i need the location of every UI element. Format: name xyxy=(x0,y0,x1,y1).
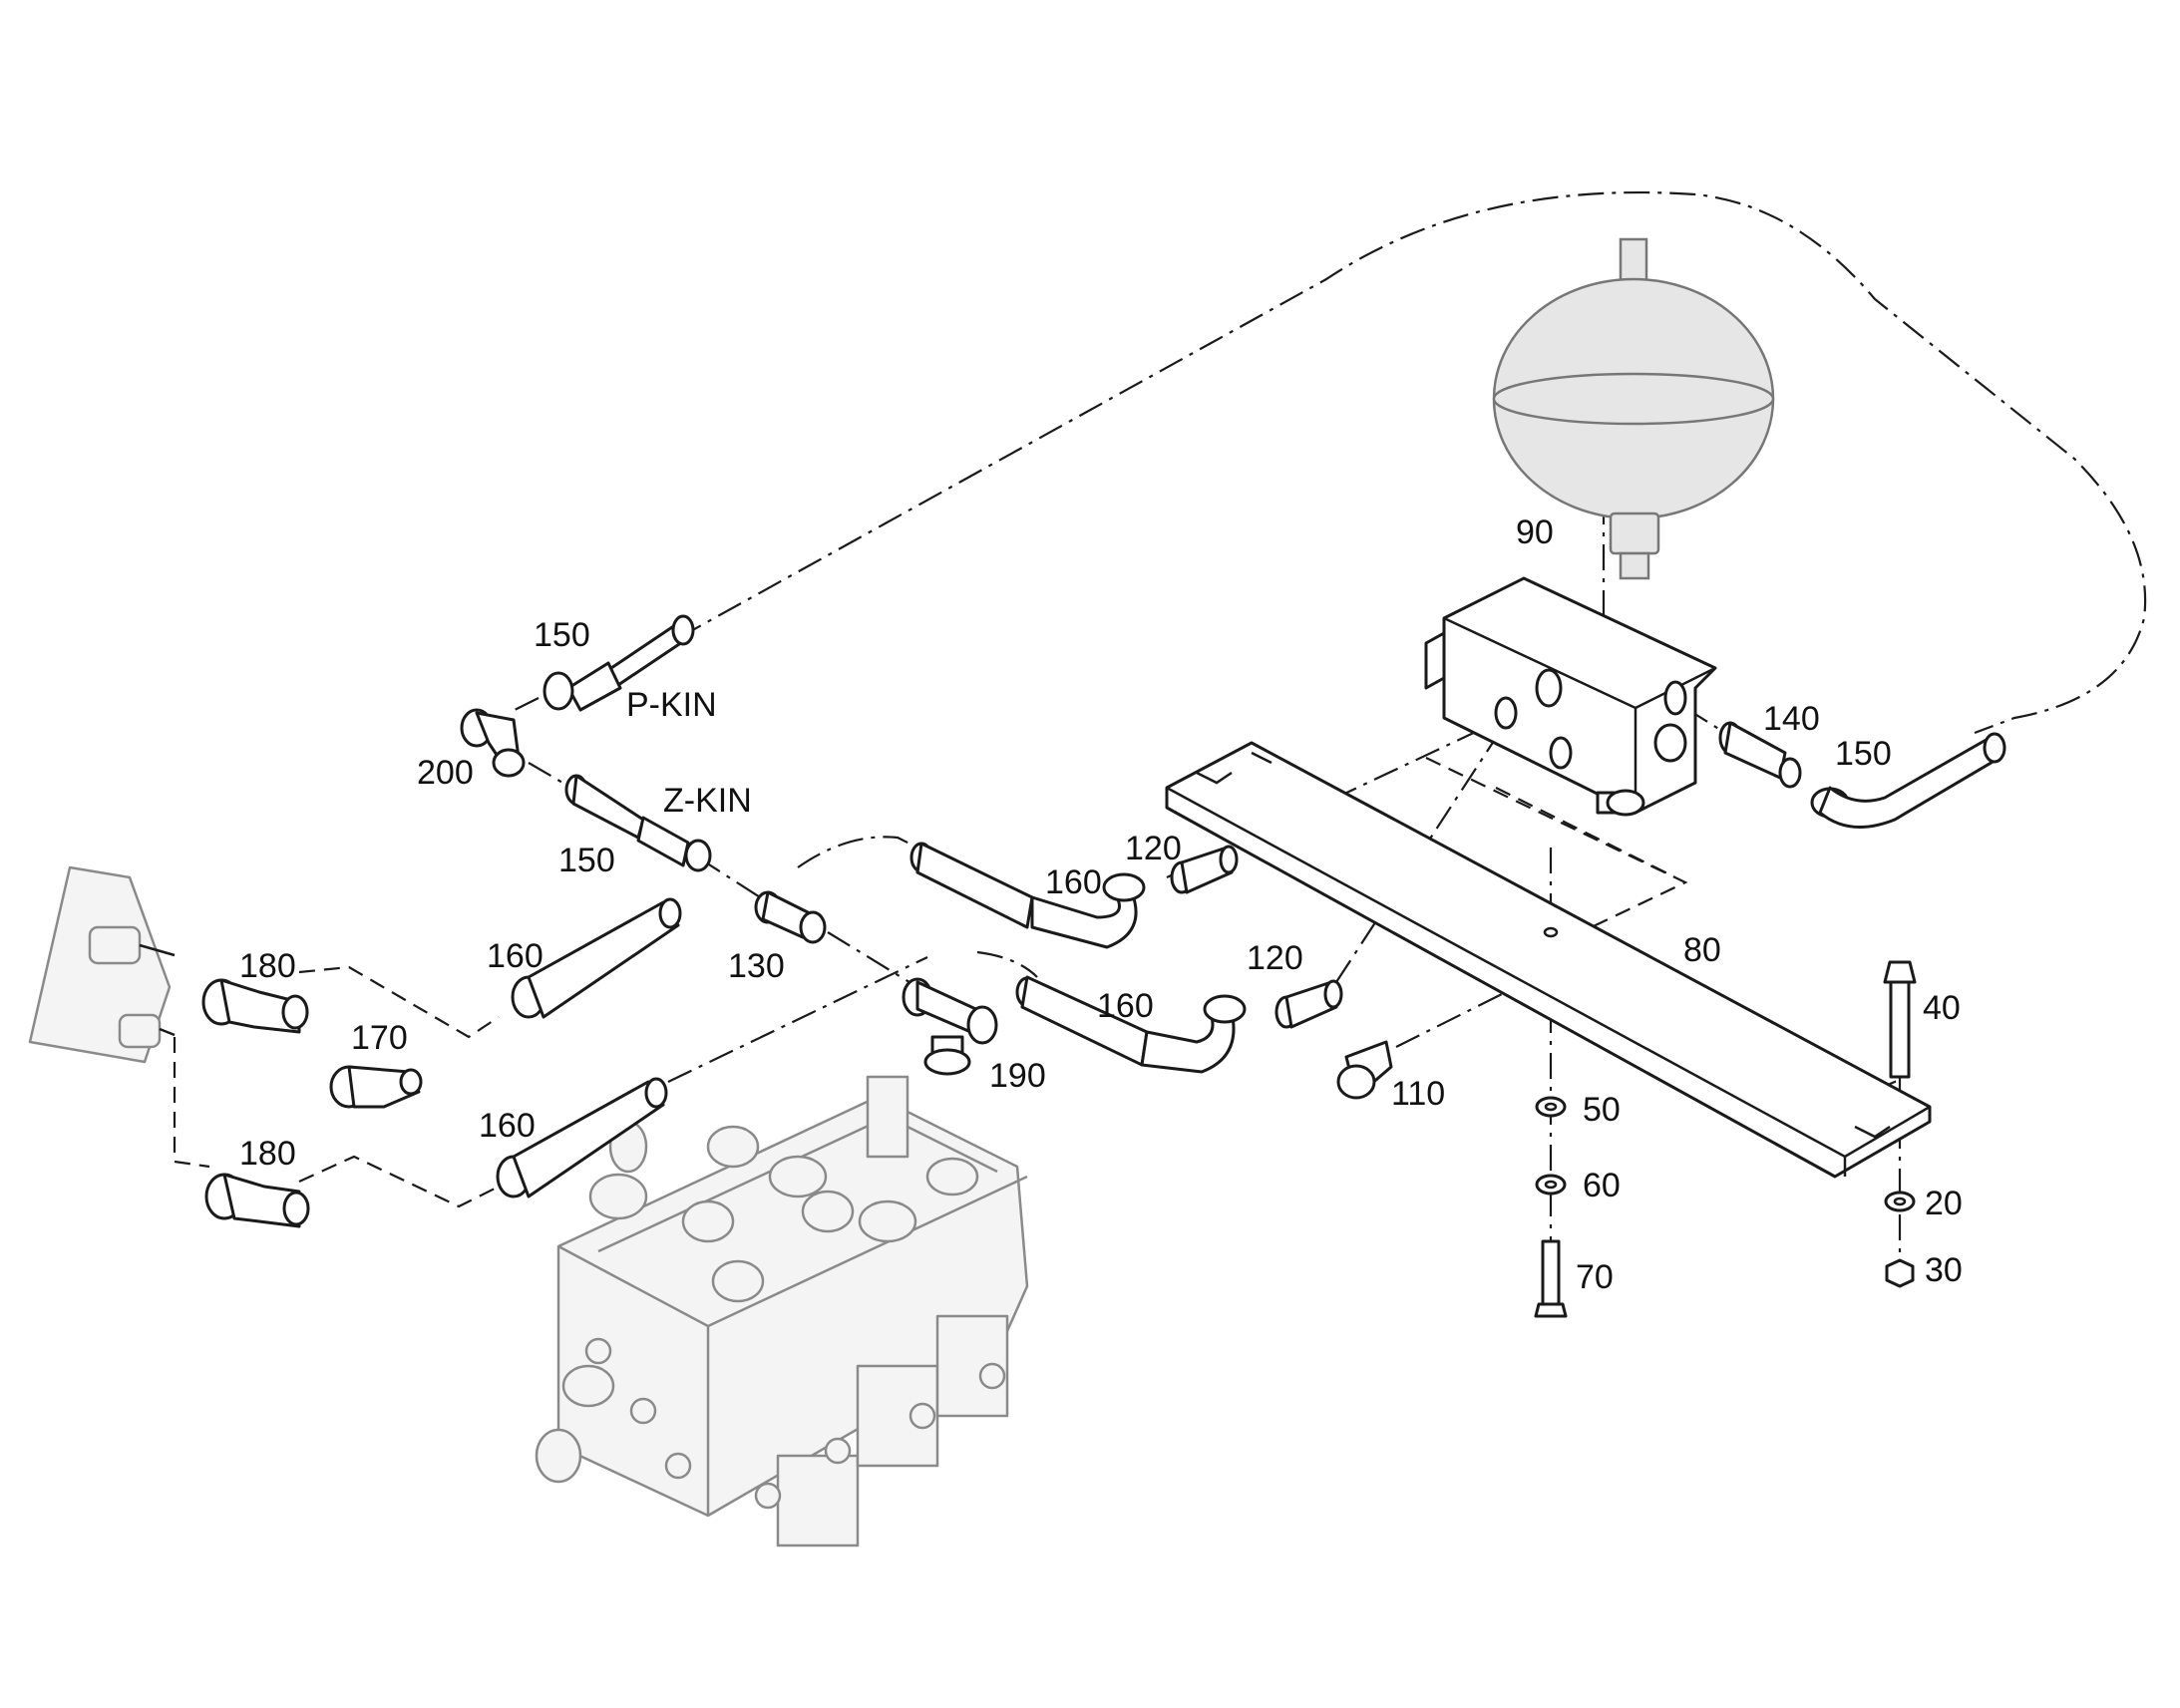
callout-190: 190 xyxy=(989,1057,1046,1095)
callout-150-zkin: 150 xyxy=(558,842,615,879)
callout-130: 130 xyxy=(728,947,785,985)
callout-160-left-lower: 160 xyxy=(479,1107,536,1145)
hose-160-upper xyxy=(909,842,1146,949)
callout-80: 80 xyxy=(1683,931,1721,969)
callout-160-upper: 160 xyxy=(1045,863,1102,901)
mounting-bracket xyxy=(28,865,176,1064)
hose-150-zkin xyxy=(564,774,712,872)
fitting-120-upper xyxy=(1170,845,1239,894)
callout-160-lower: 160 xyxy=(1097,987,1154,1025)
fitting-190 xyxy=(902,977,998,1076)
callout-20: 20 xyxy=(1925,1185,1963,1222)
hose-160-lower xyxy=(1015,975,1247,1074)
fitting-170 xyxy=(329,1065,423,1109)
callout-70: 70 xyxy=(1576,1258,1614,1296)
fitting-120-lower xyxy=(1274,979,1343,1029)
callout-140: 140 xyxy=(1763,700,1820,738)
callout-180-lower: 180 xyxy=(239,1135,296,1173)
plug-110 xyxy=(1336,1040,1393,1100)
hose-150-right xyxy=(1810,732,2006,830)
dashed-links xyxy=(173,757,1897,1208)
hardware-stack-left xyxy=(1534,1096,1568,1318)
callout-110: 110 xyxy=(1391,1075,1445,1113)
label-z-kin: Z-KIN xyxy=(663,782,752,820)
fitting-180-upper xyxy=(201,978,309,1034)
fitting-200 xyxy=(460,708,526,778)
fitting-130 xyxy=(754,890,827,944)
fitting-180-lower xyxy=(204,1173,310,1228)
control-valve-block xyxy=(535,1075,1029,1547)
valve-block-90 xyxy=(1424,576,1717,817)
hose-160-left-lower xyxy=(496,1077,668,1198)
callout-labels: 90 150 P-KIN 200 Z-KIN 150 140 150 120 1… xyxy=(239,513,1963,1296)
callout-120-upper: 120 xyxy=(1125,830,1182,867)
hose-160-left-upper xyxy=(511,897,682,1019)
callout-180-upper: 180 xyxy=(239,947,296,985)
callout-120-lower: 120 xyxy=(1247,939,1303,977)
callout-90: 90 xyxy=(1516,513,1554,551)
fitting-140 xyxy=(1718,721,1802,789)
callout-160-left-upper: 160 xyxy=(487,937,544,975)
callout-50: 50 xyxy=(1583,1091,1621,1129)
callout-170: 170 xyxy=(351,1019,408,1057)
callout-60: 60 xyxy=(1583,1167,1621,1204)
callout-150-pkin: 150 xyxy=(534,616,590,654)
hardware-stack-right xyxy=(1883,960,1917,1288)
callout-40: 40 xyxy=(1923,989,1961,1027)
label-p-kin: P-KIN xyxy=(626,686,717,724)
hose-150-pkin xyxy=(543,614,695,712)
mounting-plate-80 xyxy=(1165,741,1932,1179)
callout-150-right: 150 xyxy=(1835,735,1892,773)
accumulator xyxy=(1492,237,1775,580)
callout-200: 200 xyxy=(417,754,474,792)
callout-30: 30 xyxy=(1925,1251,1963,1289)
